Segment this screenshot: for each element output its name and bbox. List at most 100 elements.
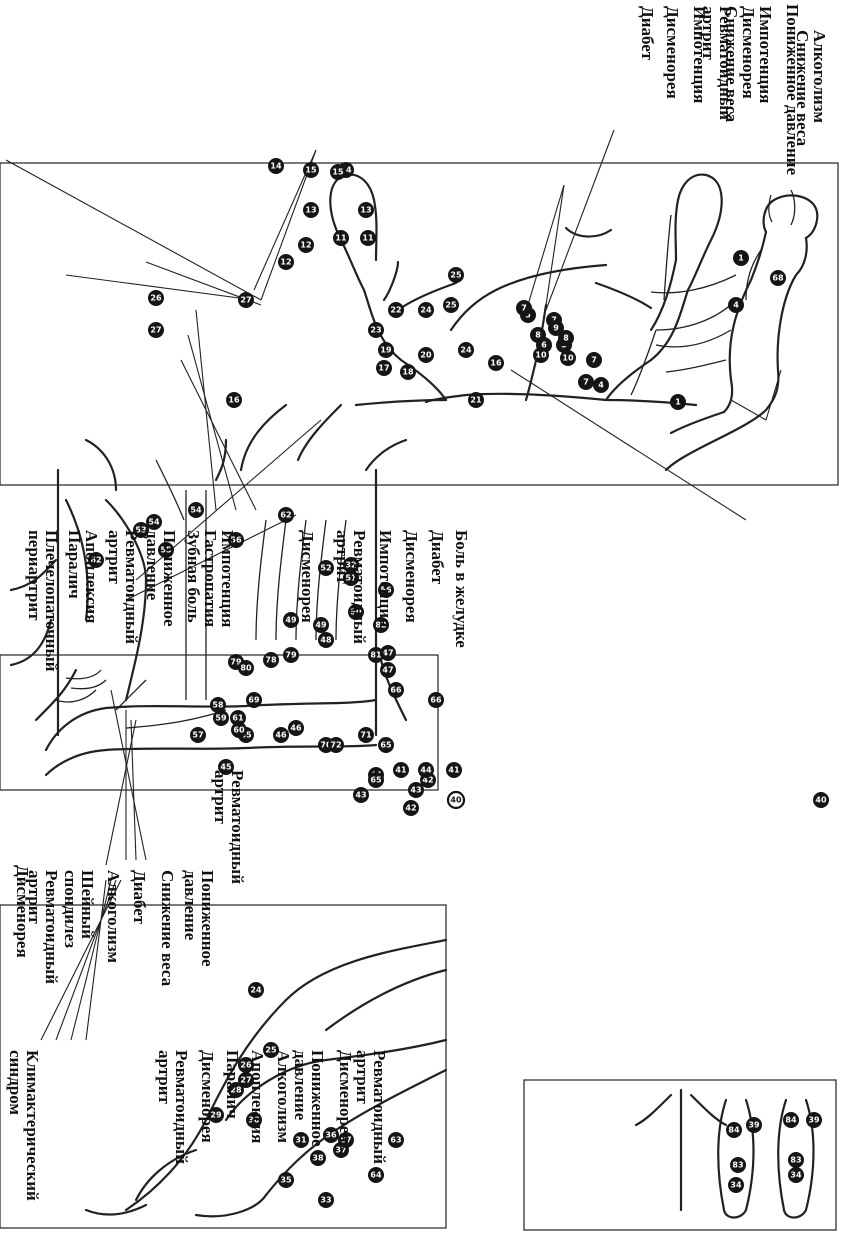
acupoint-back-43: 43 bbox=[353, 787, 369, 803]
front-panel-frame bbox=[0, 163, 838, 485]
label-rheumatoid-leg-front: Ревматоидный артрит bbox=[334, 530, 368, 730]
acupoint-front-8: 8 bbox=[530, 327, 546, 343]
acupoint-back-41: 41 bbox=[446, 762, 462, 778]
acupoint-number: 7 bbox=[591, 356, 597, 365]
label-shoulder-periarthritis: Плечелопаточный периартрит bbox=[26, 530, 60, 730]
acupoint-feet-39: 39 bbox=[746, 1117, 762, 1133]
acupoint-front-1: 1 bbox=[733, 250, 749, 266]
label-cervical-spondylosis: Шейный спондилез bbox=[62, 870, 96, 1060]
acupoint-feet-83: 83 bbox=[788, 1152, 804, 1168]
acupoint-back-52: 52 bbox=[318, 560, 334, 576]
acupoint-front-10: 10 bbox=[533, 347, 549, 363]
acupoint-number: 24 bbox=[460, 346, 472, 355]
acupoint-back-78: 78 bbox=[263, 652, 279, 668]
acupoint-number: 12 bbox=[280, 258, 291, 267]
acupoint-number: 52 bbox=[320, 564, 331, 573]
acupoint-front-26: 26 bbox=[148, 290, 164, 306]
acupoint-number: 39 bbox=[748, 1121, 760, 1130]
acupoint-number: 44 bbox=[420, 766, 432, 775]
acupoint-front-15: 15 bbox=[303, 162, 319, 178]
acupoint-number: 1 bbox=[675, 398, 681, 407]
acupoint-front-1: 1 bbox=[670, 394, 686, 410]
acupoint-number: 83 bbox=[790, 1156, 801, 1165]
label-impotence-front-top: Импотенция bbox=[691, 6, 708, 176]
label-stomach-pain: Боль в желудке bbox=[453, 530, 470, 730]
acupoint-front-12: 12 bbox=[278, 254, 294, 270]
acupoint-number: 10 bbox=[535, 351, 547, 360]
acupoint-back-54: 54 bbox=[146, 514, 162, 530]
acupoint-back-79: 79 bbox=[283, 647, 299, 663]
acupoint-number: 25 bbox=[450, 271, 462, 280]
acupoint-front-27: 27 bbox=[148, 322, 164, 338]
acupoint-number: 34 bbox=[790, 1171, 802, 1180]
acupoint-number: 8 bbox=[535, 331, 541, 340]
label-dysmenorrhea-leg: Дисменорея bbox=[14, 865, 31, 1065]
acupoint-number: 43 bbox=[410, 786, 421, 795]
acupoint-number: 21 bbox=[470, 396, 482, 405]
acupoint-number: 34 bbox=[730, 1181, 742, 1190]
acupoint-arm-69: 69 bbox=[246, 692, 262, 708]
acupoint-number: 8 bbox=[563, 334, 569, 343]
acupoint-front-18: 18 bbox=[400, 364, 416, 380]
acupoint-number: 69 bbox=[248, 696, 260, 705]
acupoint-front-24: 24 bbox=[418, 302, 434, 318]
acupoint-front-13: 13 bbox=[358, 202, 374, 218]
label-impotence-leg-front: Импотенция bbox=[377, 530, 394, 730]
acupoint-number: 26 bbox=[150, 294, 162, 303]
label-low-pressure-back: Пониженное давление bbox=[182, 870, 216, 1060]
label-rheumatoid-dysmen-leg: Ревматоидный артрит Дисменорея bbox=[337, 1050, 388, 1240]
acupoint-number: 63 bbox=[390, 1136, 401, 1145]
acupoint-feet-34: 34 bbox=[728, 1177, 744, 1193]
acupoint-front-27: 27 bbox=[238, 292, 254, 308]
acupoint-back-65: 65 bbox=[368, 772, 384, 788]
acupoint-front-4: 4 bbox=[593, 377, 609, 393]
acupoint-number: 84 bbox=[728, 1126, 740, 1135]
label-alcoholism-back: Алкоголизм bbox=[105, 870, 122, 1060]
acupoint-number: 22 bbox=[390, 306, 401, 315]
acupoint-number: 46 bbox=[275, 731, 287, 740]
acupoint-front-4: 4 bbox=[728, 297, 744, 313]
acupoint-front-24: 24 bbox=[458, 342, 474, 358]
acupoint-number: 42 bbox=[405, 804, 416, 813]
acupoint-number: 68 bbox=[772, 274, 784, 283]
front-skeleton bbox=[631, 190, 795, 395]
acupoint-number: 23 bbox=[370, 326, 381, 335]
label-dysmenorrhea-leg-2: Дисменорея bbox=[199, 1050, 216, 1240]
acupoint-number: 9 bbox=[553, 324, 559, 333]
acupoint-back-42: 42 bbox=[403, 800, 419, 816]
acupoint-number: 79 bbox=[285, 651, 297, 660]
acupoint-front-10: 10 bbox=[560, 350, 576, 366]
acupoint-number: 62 bbox=[280, 511, 291, 520]
acupoint-number: 43 bbox=[355, 791, 366, 800]
acupoint-number: 49 bbox=[315, 621, 327, 630]
acupoint-back-46: 46 bbox=[273, 727, 289, 743]
acupoint-number: 15 bbox=[332, 168, 344, 177]
acupoint-front-7: 7 bbox=[586, 352, 602, 368]
acupoint-number: 11 bbox=[335, 234, 347, 243]
acupoint-number: 39 bbox=[808, 1116, 820, 1125]
acupoint-number: 24 bbox=[420, 306, 432, 315]
acupoint-number: 13 bbox=[360, 206, 371, 215]
acupoint-number: 54 bbox=[148, 518, 160, 527]
acupoint-feet-84: 84 bbox=[726, 1122, 742, 1138]
acupoint-number: 17 bbox=[378, 364, 389, 373]
acupoint-number: 24 bbox=[250, 986, 262, 995]
acupoint-front-9: 9 bbox=[548, 320, 564, 336]
acupoint-number: 16 bbox=[228, 396, 240, 405]
acupoint-number: 40 bbox=[450, 796, 462, 805]
acupoint-number: 27 bbox=[240, 296, 251, 305]
acupoint-number: 25 bbox=[445, 301, 457, 310]
acupoint-number: 19 bbox=[380, 346, 392, 355]
acupoint-back-43: 43 bbox=[408, 782, 424, 798]
label-impotence-gastro-tooth: Импотенция Гастропатия Зубная боль bbox=[185, 530, 236, 730]
acupoint-front-7: 7 bbox=[578, 374, 594, 390]
label-apoplexy-leg: Апоплексия bbox=[249, 1050, 266, 1240]
acupoint-back-44: 44 bbox=[418, 762, 434, 778]
acupoint-front-25: 25 bbox=[448, 267, 464, 283]
acupoint-number: 84 bbox=[785, 1116, 797, 1125]
acupoint-front-23: 23 bbox=[368, 322, 384, 338]
label-diabetes-front-top: Диабет bbox=[639, 6, 656, 166]
acupoint-number: 78 bbox=[265, 656, 277, 665]
